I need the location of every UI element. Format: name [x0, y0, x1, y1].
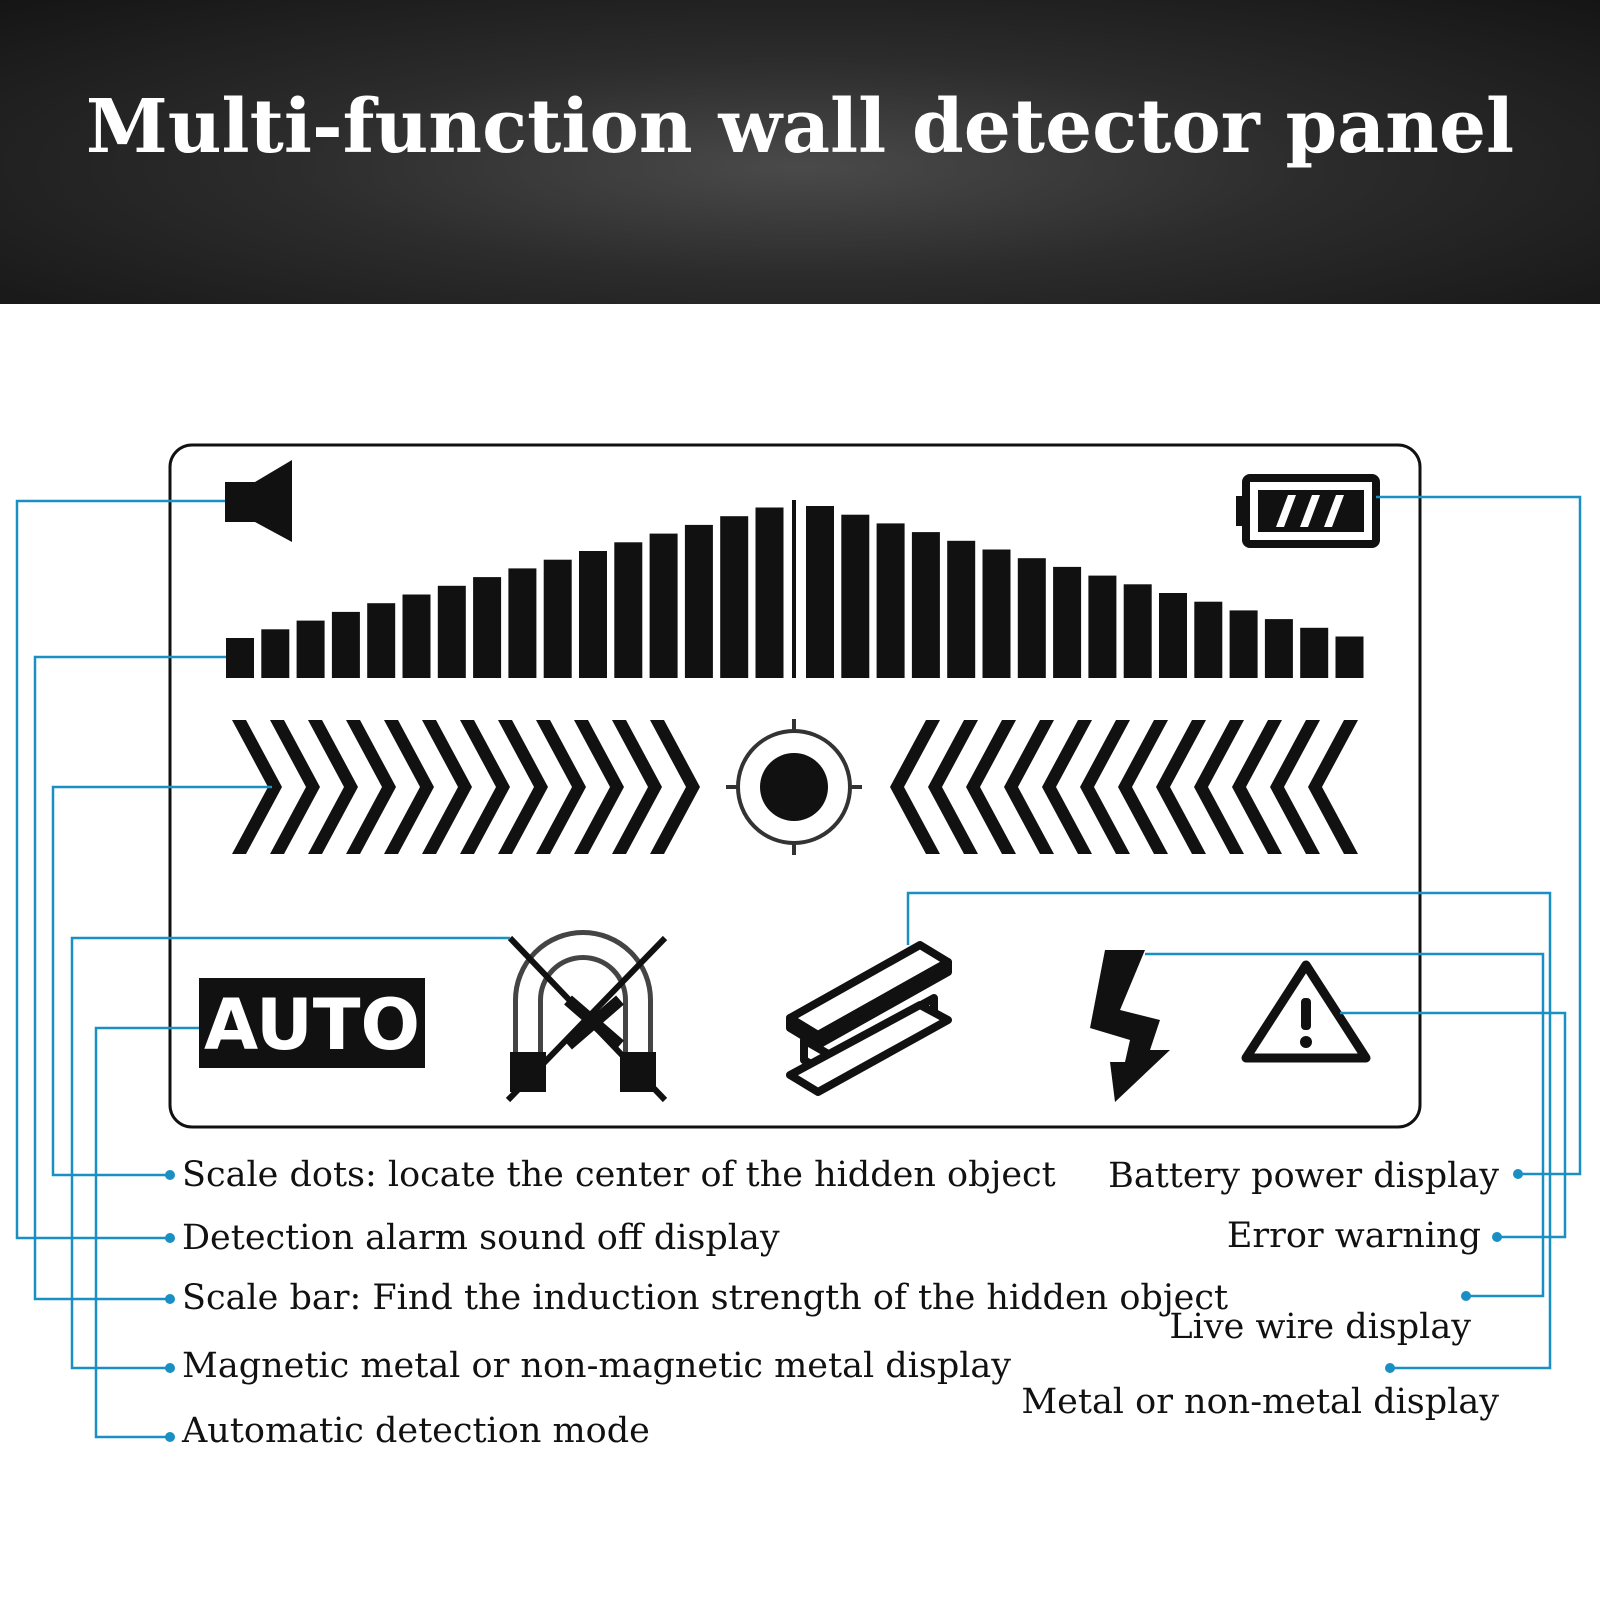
label-live-wire: Live wire display — [1169, 1307, 1471, 1347]
battery-icon — [1236, 474, 1380, 548]
scale-bar-segment — [543, 559, 572, 678]
chevron-right-mark — [574, 720, 624, 854]
chevron-right-mark — [498, 720, 548, 854]
scale-bar-segment — [402, 594, 431, 678]
label-metal-non-metal: Metal or non-metal display — [1021, 1382, 1499, 1422]
chevron-right-mark — [384, 720, 434, 854]
scale-bar-segment — [367, 603, 396, 678]
label-magnetic-metal: Magnetic metal or non-magnetic metal dis… — [182, 1346, 1012, 1386]
chevron-left-mark — [928, 720, 978, 854]
chevron-left-mark — [1118, 720, 1168, 854]
chevron-left-mark — [1270, 720, 1320, 854]
leader-dot — [165, 1294, 175, 1304]
leader-lines — [15, 495, 1582, 1439]
leader-dot — [165, 1170, 175, 1180]
scale-bar-segment — [226, 638, 254, 678]
i-beam-icon — [786, 941, 952, 1096]
chevron-left-mark — [890, 720, 940, 854]
auto-mode-badge: AUTO — [199, 978, 425, 1068]
leader-line — [51, 785, 272, 1177]
label-scale-bar: Scale bar: Find the induction strength o… — [182, 1278, 1229, 1318]
leader-line — [94, 1026, 199, 1439]
scale-bar-segment — [876, 523, 905, 678]
leader-dot — [1492, 1232, 1502, 1242]
arrows-icon — [232, 720, 1358, 854]
scale-bar-segment — [649, 533, 678, 678]
scale-bar-segment — [1229, 610, 1258, 678]
scale-bar-segment — [1053, 566, 1082, 678]
leader-line — [906, 891, 1552, 1370]
scale-bar-segment — [1194, 601, 1223, 678]
scale-bar-segment — [1300, 627, 1329, 678]
label-error-warning: Error warning — [1226, 1216, 1481, 1256]
speaker-icon — [225, 460, 292, 542]
leader-dot — [1513, 1169, 1523, 1179]
leader-dot — [165, 1233, 175, 1243]
leader-line — [1145, 952, 1545, 1298]
chevron-right-mark — [346, 720, 396, 854]
scale-bar-segment — [806, 506, 834, 678]
label-scale-dots: Scale dots: locate the center of the hid… — [182, 1155, 1056, 1195]
scale-bar-segment — [1123, 584, 1152, 678]
label-battery-power: Battery power display — [1108, 1156, 1499, 1196]
chevron-left-mark — [1308, 720, 1358, 854]
chevron-left-mark — [1042, 720, 1092, 854]
header-banner: Multi-function wall detector panel — [0, 0, 1600, 304]
label-automatic-mode: Automatic detection mode — [182, 1411, 650, 1451]
chevron-right-mark — [308, 720, 358, 854]
scale-bar-segment — [437, 585, 466, 678]
leader-dot — [165, 1432, 175, 1442]
scale-bar-segment — [261, 629, 290, 678]
warning-icon — [1241, 960, 1371, 1063]
chevron-left-mark — [1004, 720, 1054, 854]
page-title: Multi-function wall detector panel — [85, 84, 1515, 170]
scale-bar-segment — [614, 542, 643, 678]
scale-bar-segment — [911, 532, 940, 678]
leader-dot — [165, 1363, 175, 1373]
magnet-icon — [505, 930, 668, 1103]
leader-dot — [1461, 1291, 1471, 1301]
leader-line — [15, 499, 225, 1240]
scale-bar-segment — [982, 549, 1011, 678]
scale-bar-segment — [331, 611, 360, 678]
scale-bar-segment — [1335, 636, 1364, 678]
chevron-left-mark — [1156, 720, 1206, 854]
leader-dots — [165, 1169, 1523, 1442]
scale-bar-segment — [1017, 558, 1046, 678]
scale-bar-segment — [1088, 575, 1117, 678]
chevron-left-mark — [966, 720, 1016, 854]
scale-bar-center-line — [792, 500, 796, 678]
target-icon — [726, 719, 862, 855]
chevron-right-mark — [612, 720, 662, 854]
chevron-right-mark — [650, 720, 700, 854]
scale-bar-segment — [755, 507, 784, 678]
scale-bar-segment — [296, 620, 325, 678]
leader-line — [1340, 1011, 1567, 1239]
scale-bar-segment — [841, 514, 870, 678]
label-alarm-sound-off: Detection alarm sound off display — [182, 1218, 780, 1258]
chevron-left-mark — [1080, 720, 1130, 854]
chevron-left-mark — [1194, 720, 1244, 854]
chevron-right-mark — [270, 720, 320, 854]
scale-bar-segment — [947, 540, 976, 678]
scale-bar-segment — [684, 524, 713, 678]
scale-bar-segment — [1159, 593, 1187, 678]
chevron-left-mark — [1232, 720, 1282, 854]
chevron-right-mark — [460, 720, 510, 854]
chevron-right-mark — [536, 720, 586, 854]
auto-label: AUTO — [204, 984, 420, 1066]
scale-bar-segment — [508, 568, 537, 678]
scale-bar-segment — [720, 516, 749, 678]
chevron-right-mark — [422, 720, 472, 854]
lightning-icon — [1090, 950, 1170, 1102]
scale-bar-segment — [1264, 619, 1293, 678]
scale-bar-icon — [226, 500, 1364, 678]
leader-line — [70, 936, 510, 1370]
leader-line — [33, 655, 226, 1301]
scale-bar-segment — [579, 551, 607, 678]
leader-dot — [1385, 1363, 1395, 1373]
scale-bar-segment — [473, 577, 502, 678]
